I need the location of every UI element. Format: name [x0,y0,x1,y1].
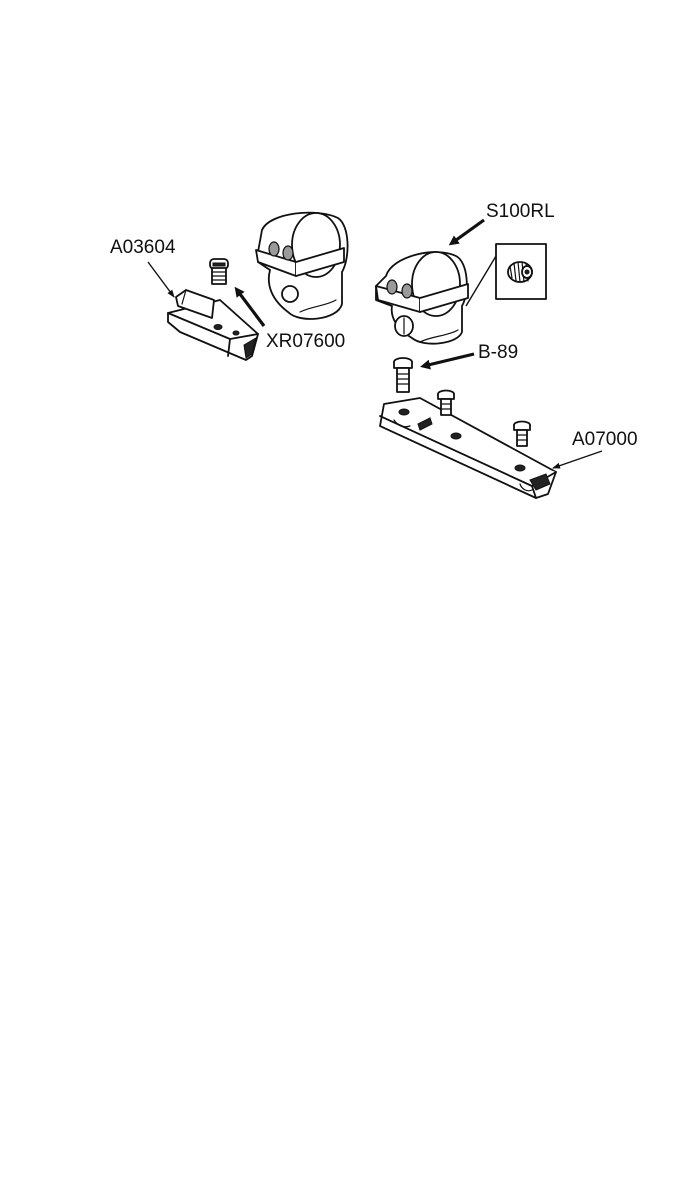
plate-screw-2 [514,422,530,447]
label-s100rl: S100RL [486,201,555,222]
label-a07000: A07000 [572,429,638,450]
ring-mount-part [376,252,468,344]
plate-screw-1 [438,391,454,416]
base-screw-part [394,358,412,392]
arrow-s100rl [452,220,484,243]
base-plate-part [380,398,556,498]
arrow-b89 [424,354,474,366]
leader-a03604 [148,262,174,297]
screw-part [210,259,228,284]
label-b89: B-89 [478,342,518,363]
label-a03604: A03604 [110,237,176,258]
leader-a07000 [553,451,602,468]
ring-mount-left [256,213,348,319]
knurled-nut-icon [508,262,532,282]
knurled-nut-inset [466,244,546,306]
label-xr07600: XR07600 [266,331,345,352]
